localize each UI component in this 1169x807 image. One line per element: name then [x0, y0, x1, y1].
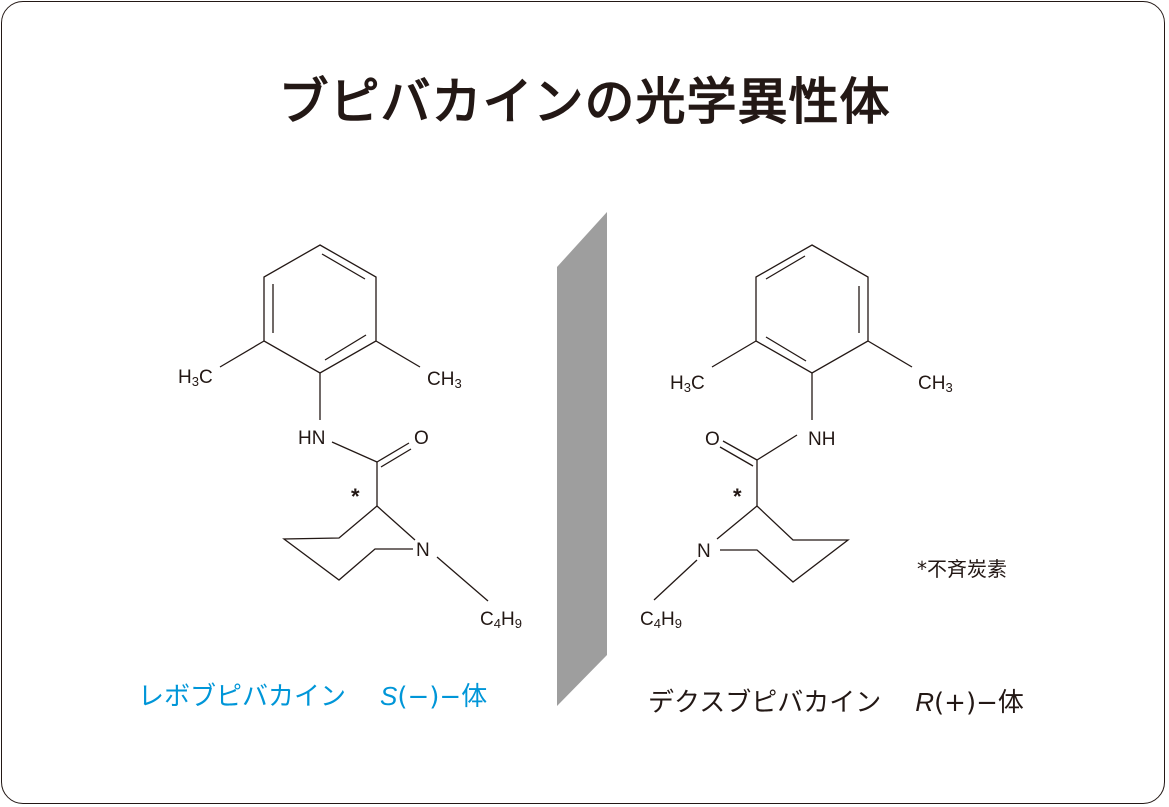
right-ring-n-label: N	[697, 541, 711, 562]
levobupivacaine-caption: レボブピバカイン S(−)−体	[138, 676, 487, 713]
right-molecule-bonds	[653, 244, 913, 601]
dexbupivacaine-config-letter: R	[915, 687, 935, 717]
dexbupivacaine-config-sign: (+)−体	[934, 688, 1024, 718]
left-molecule-labels: H3C CH3 HN O N C4H9 *	[178, 367, 522, 631]
right-methyl-left-label: H3C	[670, 373, 705, 395]
right-amide-nh-label: NH	[808, 429, 835, 450]
chiral-carbon-legend: *不斉炭素	[917, 557, 1007, 581]
page-title: ブピバカインの光学異性体	[278, 73, 891, 131]
dexbupivacaine-caption: デクスブピバカイン R(+)−体	[648, 682, 1024, 719]
right-chiral-marker: *	[733, 484, 742, 509]
right-carbonyl-o-label: O	[705, 429, 720, 450]
dexbupivacaine-name: デクスブピバカイン	[648, 688, 882, 718]
left-butyl-label: C4H9	[480, 609, 522, 631]
left-amide-nh-label: HN	[298, 428, 325, 449]
left-methyl-right-label: CH3	[427, 369, 462, 391]
left-molecule-bonds	[219, 244, 489, 602]
left-methyl-left-label: H3C	[178, 367, 213, 389]
left-carbonyl-o-label: O	[414, 428, 429, 449]
right-butyl-label: C4H9	[640, 609, 682, 631]
mirror-plane	[557, 212, 607, 706]
left-chiral-marker: *	[351, 484, 360, 509]
levobupivacaine-config-letter: S	[380, 681, 398, 711]
levobupivacaine-name: レボブピバカイン	[138, 682, 347, 712]
left-ring-n-label: N	[416, 540, 430, 561]
levobupivacaine-config-sign: (−)−体	[397, 682, 488, 712]
right-molecule-labels: H3C CH3 NH O N C4H9 *	[640, 373, 953, 631]
right-methyl-right-label: CH3	[918, 373, 953, 395]
